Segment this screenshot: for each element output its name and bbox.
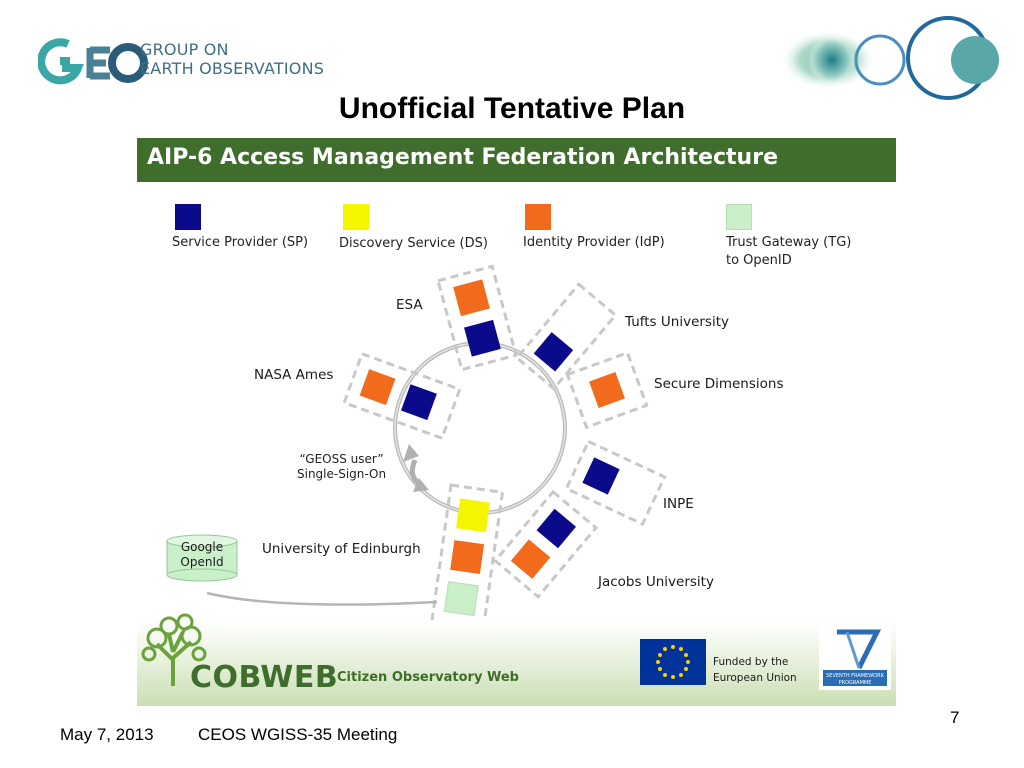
- figure-title-bar: [137, 138, 896, 182]
- inpe-sp: [582, 457, 620, 495]
- google-openid-label: Google OpenId: [167, 540, 237, 570]
- secure-dimensions-group: [565, 350, 649, 430]
- funded-line1: Funded by the: [713, 656, 789, 668]
- slide-title: Unofficial Tentative Plan: [338, 92, 686, 125]
- funded-by-text: Funded by the European Union: [713, 654, 797, 686]
- legend-ds-swatch: [343, 204, 369, 230]
- legend-sp-label: Service Provider (SP): [172, 235, 309, 250]
- node-label-inpe: INPE: [663, 496, 694, 512]
- fp7-line2: PROGRAMME: [839, 680, 872, 686]
- jacobs-idp: [510, 539, 551, 579]
- node-label-nasa: NASA Ames: [254, 367, 334, 383]
- node-label-esa: ESA: [396, 297, 423, 313]
- secure-dimensions-idp: [589, 372, 625, 408]
- edinburgh-tg: [443, 581, 479, 617]
- funded-line2: European Union: [713, 672, 797, 684]
- cobweb-subtitle: Citizen Observatory Web: [337, 670, 519, 685]
- node-label-tufts: Tufts University: [625, 314, 729, 330]
- esa-sp: [464, 319, 501, 357]
- nasa-ames-sp: [400, 384, 437, 421]
- openid-connection: [206, 591, 438, 606]
- jacobs-sp: [536, 508, 577, 549]
- esa-idp: [453, 279, 490, 317]
- node-label-edinburgh: University of Edinburgh: [262, 541, 421, 557]
- tufts-sp: [533, 332, 574, 372]
- fp7-line1: SEVENTH FRAMEWORK: [826, 673, 884, 679]
- sso-label: “GEOSS user” Single-Sign-On: [297, 452, 386, 482]
- node-label-jacobs: Jacobs University: [598, 574, 714, 590]
- esa-group: [436, 264, 518, 372]
- inpe-group: [564, 439, 667, 527]
- fp7-logo: SEVENTH FRAMEWORK PROGRAMME: [819, 624, 891, 690]
- cobweb-title: COBWEB: [190, 660, 339, 695]
- edinburgh-idp: [450, 540, 485, 574]
- figure-footer-band: [137, 620, 896, 706]
- google-label-line1: Google: [180, 540, 224, 554]
- google-openid-cylinder: [166, 534, 238, 582]
- google-label-line2: OpenId: [180, 555, 224, 569]
- legend-sp-swatch: [175, 204, 201, 230]
- federation-ring-diagram: [166, 264, 667, 633]
- edinburgh-ds: [456, 498, 490, 533]
- legend-tg-label-line1: Trust Gateway (TG): [726, 235, 852, 250]
- legend-tg-swatch: [726, 204, 752, 230]
- page-number: 7: [950, 708, 960, 727]
- legend-idp-label: Identity Provider (IdP): [523, 235, 665, 250]
- legend-idp-swatch: [525, 204, 551, 230]
- figure-title: AIP-6 Access Management Federation Archi…: [147, 145, 778, 170]
- footer-meeting: CEOS WGISS-35 Meeting: [198, 725, 398, 744]
- nasa-ames-idp: [359, 369, 396, 406]
- circles-logo: [780, 16, 999, 100]
- eu-flag-icon: [640, 639, 706, 685]
- geo-logo: [38, 38, 148, 85]
- sso-label-line1: “GEOSS user”: [299, 452, 384, 466]
- edinburgh-group: [429, 483, 505, 633]
- geo-org-name: GROUP ON EARTH OBSERVATIONS: [140, 40, 324, 78]
- tree-icon: [141, 613, 207, 686]
- geo-org-line1: GROUP ON: [140, 40, 229, 59]
- footer-date: May 7, 2013: [60, 725, 154, 744]
- node-label-secure: Secure Dimensions: [654, 376, 784, 392]
- geo-org-line2: EARTH OBSERVATIONS: [140, 59, 325, 78]
- sso-label-line2: Single-Sign-On: [297, 467, 387, 481]
- legend-ds-label: Discovery Service (DS): [339, 236, 488, 251]
- architecture-figure: AIP-6 Access Management Federation Archi…: [137, 138, 896, 706]
- legend-tg-label-line2: to OpenID: [726, 253, 792, 268]
- tufts-group: [514, 282, 618, 391]
